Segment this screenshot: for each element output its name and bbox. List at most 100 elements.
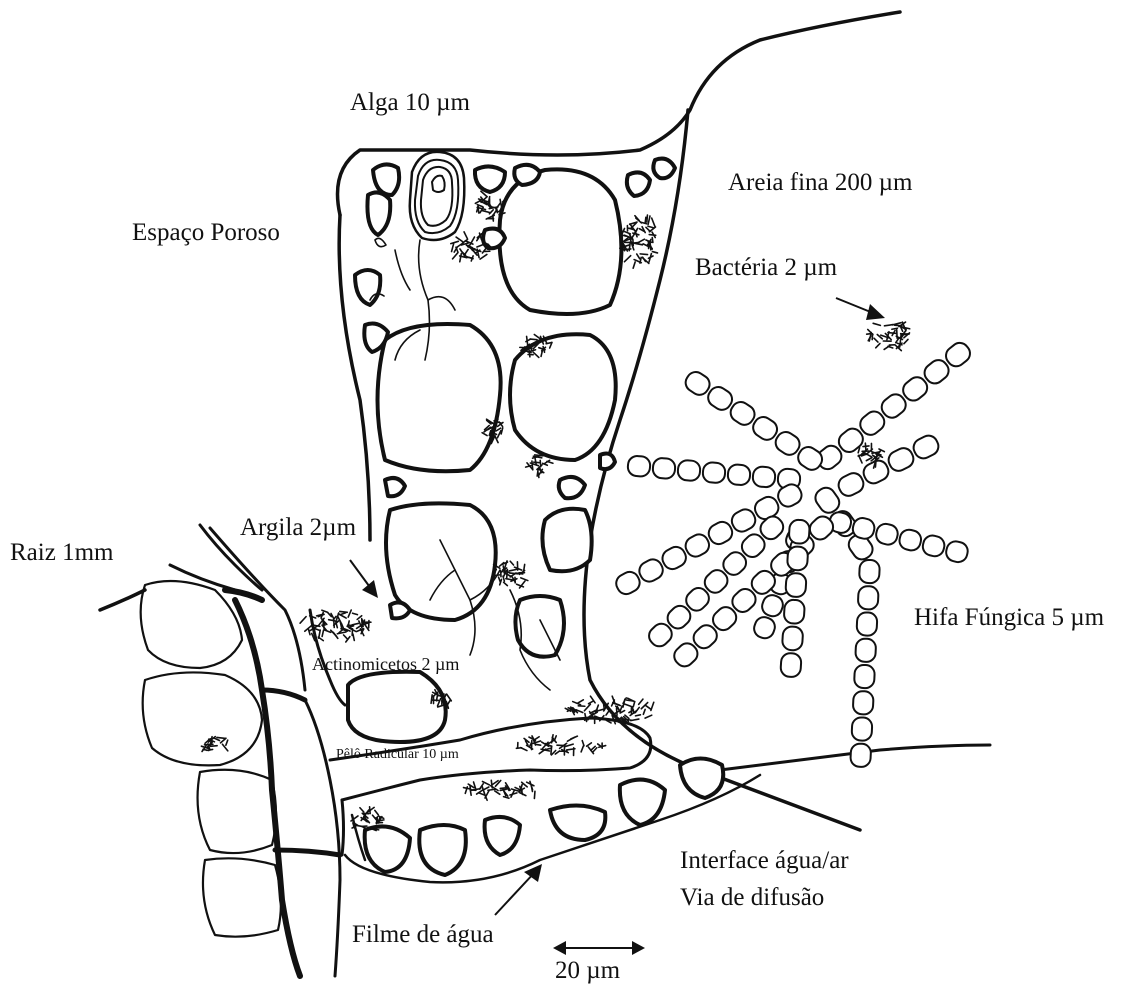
label-interface-line1: Interface água/ar <box>680 847 849 874</box>
bacterium-mark <box>633 262 635 268</box>
bacterium-mark <box>555 751 559 754</box>
hypha-segment <box>677 460 701 482</box>
hypha-segment <box>789 519 810 544</box>
hypha-segment <box>944 539 969 564</box>
hypha-segment <box>785 573 806 598</box>
hypha-segment <box>659 544 689 573</box>
bacterium-mark <box>319 630 320 638</box>
hypha-segment <box>760 593 786 619</box>
fungal-hypha <box>613 339 974 767</box>
label-actinomycetes: Actinomicetos 2 µm <box>312 654 459 674</box>
hypha-segment <box>874 522 899 547</box>
bacterium-mark <box>360 808 364 812</box>
bacterium-mark <box>376 817 377 824</box>
bacterium-mark <box>452 244 454 252</box>
hypha-segment <box>752 466 776 488</box>
hypha-segment <box>787 546 808 571</box>
hypha-segment <box>752 615 778 641</box>
bacterium-mark <box>647 215 648 222</box>
bacterium-mark <box>370 807 371 814</box>
bacterium-mark <box>587 743 592 746</box>
hypha-segment <box>854 665 875 689</box>
bacterium-mark <box>507 570 508 578</box>
bacterium-mark <box>868 336 871 341</box>
bacterium-mark <box>617 708 618 715</box>
bacterium-mark <box>488 789 496 790</box>
bacterium-mark <box>648 216 650 224</box>
hypha-segment <box>853 691 874 715</box>
bacterium-mark <box>496 428 501 431</box>
bacterium-mark <box>521 578 528 581</box>
hypha-segment <box>636 556 666 585</box>
bacterium-mark <box>543 463 548 465</box>
bacterium-mark <box>464 232 467 239</box>
bacterium-mark <box>613 703 619 705</box>
bacterium-mark <box>606 720 611 721</box>
bacterium-mark <box>589 701 594 704</box>
bacterium-mark <box>331 630 337 636</box>
label-fine-sand: Areia fina 200 µm <box>728 169 913 196</box>
bacterium-mark <box>624 231 630 233</box>
hypha-segment <box>855 638 876 662</box>
bacterium-mark <box>353 613 358 614</box>
hypha-segment <box>784 599 805 624</box>
bacterium-mark <box>623 699 625 707</box>
label-bacteria: Bactéria 2 µm <box>695 254 838 281</box>
bacterium-mark <box>874 338 878 342</box>
bacterium-mark <box>375 810 378 814</box>
bacterium-mark <box>465 249 468 254</box>
label-root-hair: Pêlô Radicular 10 µm <box>336 747 459 762</box>
bacterium-mark <box>637 254 640 259</box>
bacterium-mark <box>643 709 645 714</box>
hypha-segment <box>780 653 801 678</box>
hypha-segment <box>886 445 917 474</box>
alga-cell <box>410 152 465 240</box>
bacterium-mark <box>633 701 634 706</box>
bacterium-mark <box>495 791 500 794</box>
bacterium-mark <box>504 582 508 585</box>
bacterium-mark <box>324 630 331 632</box>
bacterium-mark <box>547 461 553 463</box>
bacterium-mark <box>480 254 487 259</box>
hypha-segment <box>702 462 726 484</box>
bacterium-mark <box>893 323 902 325</box>
bacterium-mark <box>460 254 462 262</box>
bacterium-mark <box>509 569 518 571</box>
hypha-segment <box>911 433 942 462</box>
bacterium-mark <box>300 617 306 624</box>
bacterium-mark <box>352 623 358 624</box>
bacterium-mark <box>217 737 226 738</box>
hypha-segment <box>836 470 867 499</box>
hypha-segment <box>898 528 923 553</box>
label-root: Raiz 1mm <box>10 539 114 566</box>
bacterium-mark <box>622 249 630 250</box>
bacterium-mark <box>648 226 653 227</box>
bacterium-mark <box>321 613 323 619</box>
bacterium-mark <box>467 257 472 258</box>
bacterium-mark <box>584 704 590 711</box>
bacterium-mark <box>884 325 892 326</box>
root <box>100 525 345 976</box>
bacterium-mark <box>521 748 527 751</box>
bacterium-mark <box>363 620 364 626</box>
bacterium-mark <box>497 431 500 438</box>
hypha-segment <box>850 743 871 767</box>
bacterium-mark <box>308 629 310 635</box>
hypha-segment <box>613 569 643 598</box>
label-pore-space: Espaço Poroso <box>132 219 280 246</box>
bacterium-mark <box>510 561 513 565</box>
bacterium-mark <box>353 634 354 640</box>
hypha-segment <box>727 464 751 486</box>
bacterium-mark <box>646 705 652 709</box>
hypha-segment <box>851 717 872 741</box>
bacterium-mark <box>453 253 458 259</box>
hypha-segment <box>856 612 877 636</box>
bacterium-mark <box>344 635 348 639</box>
bacterium-mark <box>652 218 655 226</box>
bacterium-mark <box>210 746 217 747</box>
bacterium-mark <box>631 719 639 721</box>
bacterium-mark <box>431 695 432 703</box>
label-clay: Argila 2µm <box>240 514 357 541</box>
bacterium-mark <box>624 256 630 262</box>
